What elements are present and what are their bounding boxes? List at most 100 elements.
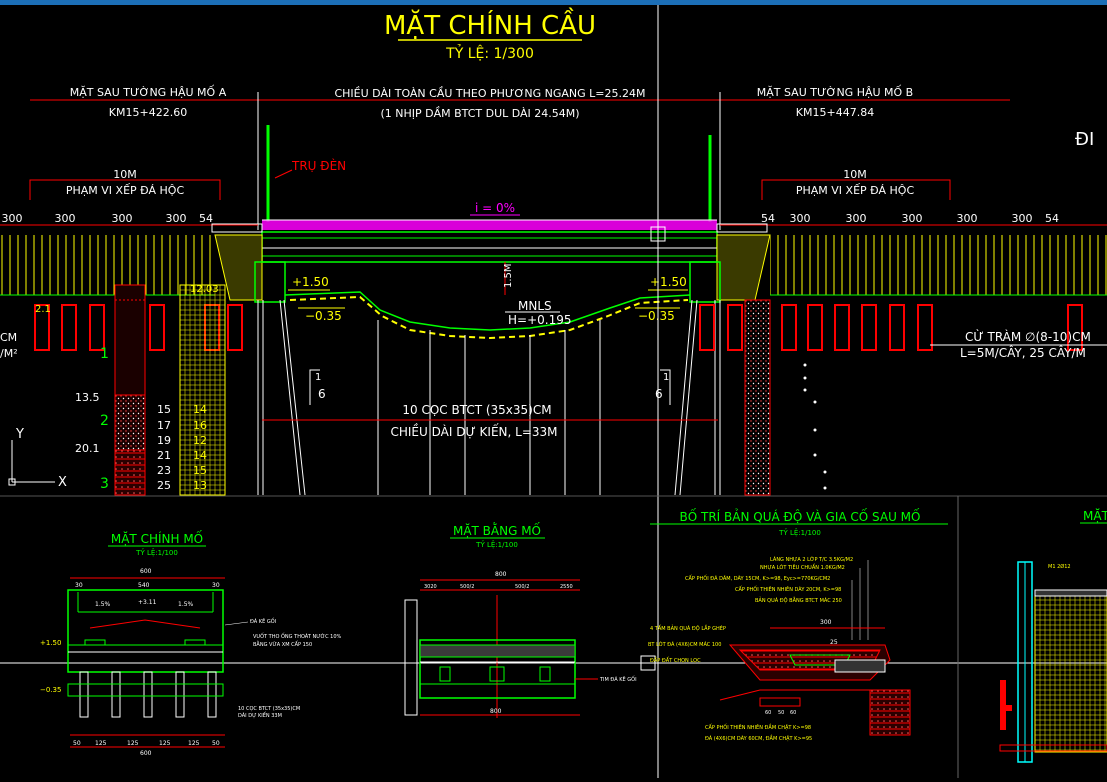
svg-text:54: 54: [761, 212, 775, 225]
crosshair-cursor: [0, 5, 1107, 778]
light-pole-label: TRỤ ĐÈN: [291, 158, 346, 173]
svg-text:CẤP PHỐI THIÊN NHIÊN DÀY 20CM,: CẤP PHỐI THIÊN NHIÊN DÀY 20CM, K>=98: [735, 585, 841, 593]
svg-text:BT LÓT ĐÁ (4X6)CM MÁC 100: BT LÓT ĐÁ (4X6)CM MÁC 100: [648, 641, 721, 648]
svg-text:1.5%: 1.5%: [95, 601, 111, 608]
svg-text:15: 15: [193, 464, 207, 477]
bridge-elevation: MẶT CHÍNH CẦU TỶ LỆ: 1/300 MẶT SAU TƯỜNG…: [0, 6, 1107, 496]
ucs-axis-icon: [8, 440, 55, 486]
svg-text:BẰNG VỮA XM CẤP 150: BẰNG VỮA XM CẤP 150: [253, 640, 312, 648]
svg-text:13: 13: [193, 479, 207, 492]
svg-text:800: 800: [490, 708, 502, 715]
elev-right-top: +1.50: [650, 275, 687, 289]
spt-col-2: 14 16 12 14 15 13: [193, 403, 207, 492]
svg-text:CẤP PHỐI THIÊN NHIÊN ĐẦM CHẶT: CẤP PHỐI THIÊN NHIÊN ĐẦM CHẶT K>=98: [705, 723, 811, 731]
rubble-note-right: PHẠM VI XẾP ĐÁ HỘC: [796, 183, 915, 197]
section-mark-left: 6: [318, 387, 326, 401]
svg-text:10 CỌC BTCT (35x35)CM: 10 CỌC BTCT (35x35)CM: [238, 706, 300, 712]
svg-text:54: 54: [199, 212, 213, 225]
left-dim-string: 300 300 300 300 54: [2, 212, 214, 225]
svg-text:TỶ LỆ:1/100: TỶ LỆ:1/100: [778, 528, 821, 537]
abutment-elevation-detail: MẶT CHÍNH MỐ TỶ LỆ:1/100 600 30 540 30 1…: [40, 530, 342, 757]
pile-note-2: CHIỀU DÀI DỰ KIẾN, L=33M: [390, 423, 557, 439]
svg-text:VUỐT THO ỐNG THOÁT NƯỚC 10%: VUỐT THO ỐNG THOÁT NƯỚC 10%: [253, 632, 342, 640]
elev-left-bot: −0.35: [305, 309, 342, 323]
svg-text:MẶT: MẶT: [1083, 508, 1107, 523]
abutment-plan-detail: MẶT BẰNG MỐ TỶ LỆ:1/100 800 3020 500/2 5…: [404, 522, 637, 718]
svg-text:15: 15: [157, 403, 171, 416]
right-embankment: [770, 235, 1107, 295]
span-note: (1 NHỊP DẦM BTCT DUL DÀI 24.54M): [380, 106, 579, 120]
left-face-label: MẶT SAU TƯỜNG HẬU MỐ A: [70, 85, 227, 99]
right-km-label: KM15+447.84: [796, 106, 874, 119]
svg-text:125: 125: [159, 740, 171, 747]
drawing-title: MẶT CHÍNH CẦU: [384, 6, 596, 41]
svg-text:20.1: 20.1: [75, 442, 100, 455]
tram-note-1: CỪ TRÀM ∅(8-10)CM: [965, 329, 1091, 344]
pile-note-1: 10 CỌC BTCT (35x35)CM: [402, 403, 551, 417]
river-bed: [284, 291, 691, 331]
svg-text:ĐẮP ĐẤT CHỌN LỌC: ĐẮP ĐẤT CHỌN LỌC: [650, 656, 701, 664]
svg-text:50: 50: [73, 740, 81, 747]
svg-text:TỶ LỆ:1/100: TỶ LỆ:1/100: [135, 548, 178, 557]
drawing-scale: TỶ LỆ: 1/300: [445, 44, 534, 62]
svg-text:600: 600: [140, 568, 152, 575]
svg-text:1: 1: [100, 346, 109, 362]
svg-text:−0.35: −0.35: [40, 686, 61, 694]
borehole-right: [744, 299, 771, 496]
svg-text:300: 300: [846, 212, 867, 225]
svg-text:17: 17: [157, 419, 171, 432]
svg-text:CẤP PHỐI ĐÁ DĂM, DÀY 15CM, K>=: CẤP PHỐI ĐÁ DĂM, DÀY 15CM, K>=98, Eyc>=7…: [685, 574, 830, 582]
svg-text:+3.11: +3.11: [138, 599, 157, 606]
right-sheet-piles: [699, 304, 1083, 351]
svg-text:30: 30: [75, 582, 83, 589]
svg-text:125: 125: [188, 740, 200, 747]
svg-text:300: 300: [902, 212, 923, 225]
svg-text:+1.50: +1.50: [40, 639, 61, 647]
svg-text:54: 54: [1045, 212, 1059, 225]
svg-text:50: 50: [778, 710, 784, 716]
svg-text:BẢN QUÁ ĐỘ BẰNG BTCT MÁC 250: BẢN QUÁ ĐỘ BẰNG BTCT MÁC 250: [755, 596, 842, 604]
rubble-width-right: 10M: [843, 168, 867, 181]
rubble-width-left: 10M: [113, 168, 137, 181]
svg-text:125: 125: [127, 740, 139, 747]
svg-text:300: 300: [957, 212, 978, 225]
partial-right-text: ĐI: [1075, 129, 1094, 150]
right-face-label: MẶT SAU TƯỜNG HẬU MỐ B: [757, 85, 913, 99]
svg-text:30: 30: [212, 582, 220, 589]
svg-text:300: 300: [1012, 212, 1033, 225]
svg-text:1: 1: [663, 372, 669, 383]
svg-text:500/2: 500/2: [460, 584, 474, 590]
left-stub-1: CM: [0, 331, 17, 344]
partial-detail-right: MẶT M1 2Ø12: [999, 508, 1107, 763]
left-stub-2: /M²: [0, 347, 18, 360]
approach-left-notes: 4 TẤM BẢN QUÁ ĐỘ LẮP GHÉP BT LÓT ĐÁ (4X6…: [648, 624, 726, 664]
svg-text:3020: 3020: [424, 584, 437, 590]
svg-text:ĐÁ (4X6)CM DÀY 60CM, ĐẦM CHẶT: ĐÁ (4X6)CM DÀY 60CM, ĐẦM CHẶT K>=95: [705, 734, 812, 742]
svg-text:3: 3: [100, 476, 109, 492]
spt-col-1: 15 17 19 21 23 25: [157, 403, 171, 492]
svg-text:14: 14: [193, 449, 207, 462]
svg-text:12.03: 12.03: [190, 284, 219, 295]
svg-text:14: 14: [193, 403, 207, 416]
svg-text:60: 60: [765, 710, 771, 716]
approach-slab-detail: BỐ TRÍ BẢN QUÁ ĐỘ VÀ GIA CỐ SAU MỐ TỶ LỆ…: [648, 508, 948, 742]
svg-text:2550: 2550: [560, 584, 573, 590]
svg-text:300: 300: [55, 212, 76, 225]
approach-layer-notes: LÁNG NHỰA 2 LỚP T/C 3.5KG/M2 NHỰA LÓT TI…: [685, 556, 853, 604]
svg-text:60: 60: [790, 710, 796, 716]
svg-text:25: 25: [830, 639, 838, 646]
svg-text:25: 25: [157, 479, 171, 492]
svg-text:LÁNG NHỰA 2 LỚP T/C 3.5KG/M2: LÁNG NHỰA 2 LỚP T/C 3.5KG/M2: [770, 556, 853, 563]
clearance-label: 1.5M: [503, 263, 514, 288]
svg-text:50: 50: [212, 740, 220, 747]
svg-text:1.5%: 1.5%: [178, 601, 194, 608]
svg-text:13.5: 13.5: [75, 391, 100, 404]
tram-note-2: L=5M/CÂY, 25 CÂY/M: [960, 345, 1086, 360]
svg-text:2: 2: [100, 413, 109, 429]
svg-text:16: 16: [193, 419, 207, 432]
svg-text:300: 300: [790, 212, 811, 225]
svg-text:TIM ĐÁ KÊ GỐI: TIM ĐÁ KÊ GỐI: [599, 675, 637, 683]
approach-title: BỐ TRÍ BẢN QUÁ ĐỘ VÀ GIA CỐ SAU MỐ: [680, 508, 921, 524]
svg-text:125: 125: [95, 740, 107, 747]
